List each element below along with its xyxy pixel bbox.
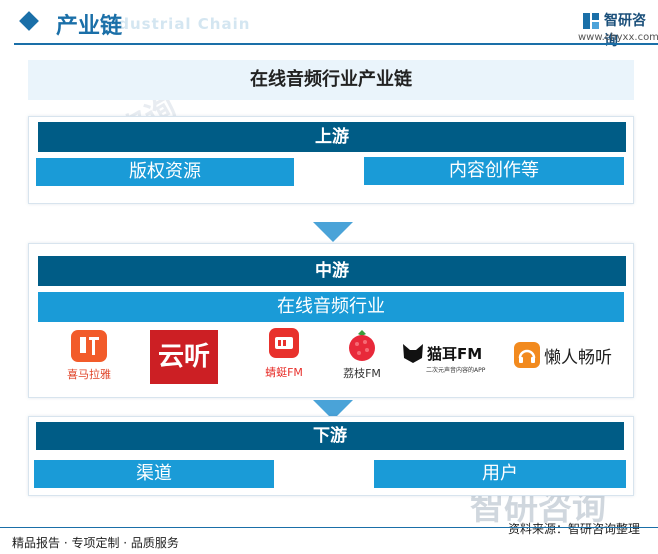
qingting-icon [269,328,299,358]
cat-icon [403,344,423,363]
header-divider [14,43,658,45]
brand-name: 智研咨询 [604,13,646,49]
maoer-caption: 猫耳FM [427,344,483,363]
arrow-down-icon [313,400,353,420]
maoer-tagline: 二次元声音内容的APP [426,367,486,374]
ximalaya-logo: 喜马拉雅 [54,328,124,382]
midstream-label: 中游 [38,256,626,286]
downstream-item-user: 用户 [374,460,626,488]
headphones-icon [514,342,540,368]
lychee-icon [349,330,375,361]
lanren-logo: 懒人畅听 [514,342,624,368]
yunting-logo: 云听 [150,330,218,384]
qingting-logo: 蜻蜓FM [256,328,312,380]
platform-logos: 喜马拉雅 云听 蜻蜓FM 荔枝FM 猫耳FM [40,328,630,386]
maoer-logo: 猫耳FM 二次元声音内容的APP [402,342,498,374]
upstream-label: 上游 [38,122,626,152]
footer-slogan: 精品报告 · 专项定制 · 品质服务 [12,536,179,550]
lizhi-logo: 荔枝FM [334,328,390,381]
midstream-item-online-audio: 在线音频行业 [38,292,624,322]
chain-title-bar: 在线音频行业产业链 [28,60,634,100]
lizhi-caption: 荔枝FM [343,367,381,380]
footer-divider [0,527,658,528]
diamond-icon [19,11,39,31]
header: Industrial Chain 产业链 智研咨询 www.chyxx.com [0,0,658,49]
source-note: 资料来源：智研咨询整理 [508,522,641,536]
yunting-caption: 云听 [157,342,210,372]
arrow-down-icon [313,222,353,242]
downstream-item-channel: 渠道 [34,460,274,488]
ximalaya-caption: 喜马拉雅 [67,368,111,381]
page-title: 产业链 [56,14,123,39]
lanren-caption: 懒人畅听 [544,347,612,368]
ximalaya-icon [71,330,107,362]
upstream-item-copyright: 版权资源 [36,158,294,186]
chain-title: 在线音频行业产业链 [250,69,412,90]
upstream-item-content: 内容创作等 [364,157,624,185]
brand-logo-icon [583,13,599,29]
downstream-label: 下游 [36,422,624,450]
header-subtitle: Industrial Chain [100,15,251,33]
qingting-caption: 蜻蜓FM [265,366,303,379]
brand-url: www.chyxx.com [578,32,658,43]
